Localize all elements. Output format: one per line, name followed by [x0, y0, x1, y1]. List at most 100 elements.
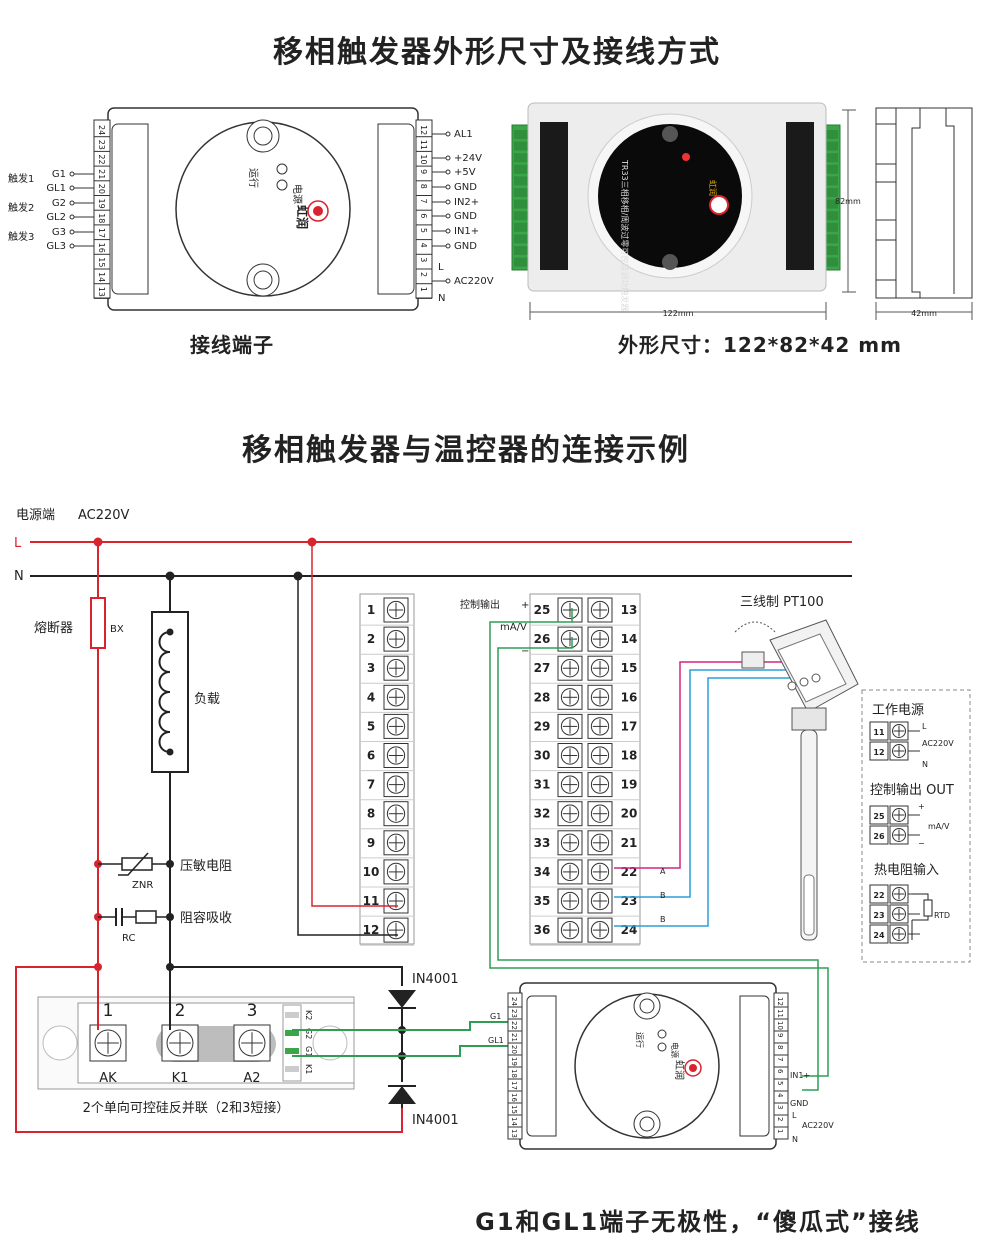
sm-right-number: 9: [776, 1033, 784, 1037]
ctrl-mid-number: 31: [534, 778, 551, 792]
legend-power-L: L: [922, 722, 927, 731]
line-N-label: N: [14, 569, 24, 584]
load-symbol: [151, 611, 189, 773]
scr-side-label: K1: [304, 1064, 313, 1074]
photo-brand: 虹润: [708, 180, 718, 196]
diode1-label: IN4001: [412, 972, 459, 987]
dimensions-caption: 外形尺寸：122*82*42 mm: [618, 333, 902, 357]
right-terminal-number: 10: [419, 154, 428, 164]
legend-power-ac: AC220V: [922, 739, 954, 748]
left-pin-label: G3: [52, 227, 66, 238]
left-terminal-number: 21: [97, 169, 106, 179]
left-terminal-number: 20: [97, 184, 106, 194]
ctrl-right-number: 17: [621, 719, 638, 733]
trigger-group-label: 触发1: [8, 172, 34, 185]
g1-label: G1: [490, 1012, 501, 1021]
ctrl-right-number: 20: [621, 807, 638, 821]
sm-left-number: 19: [510, 1057, 518, 1066]
right-terminal-number: 3: [419, 257, 428, 262]
ctrl-right-number: 14: [621, 632, 638, 646]
left-terminal-number: 23: [97, 140, 106, 150]
led-run-label: 运行: [247, 168, 260, 188]
sm-right-number: 5: [776, 1081, 784, 1085]
ctrl-left-number: 4: [367, 690, 375, 704]
ctrl-mid-number: 30: [534, 749, 551, 763]
sm-right-number: 1: [776, 1129, 784, 1133]
ctrl-mid-number: 28: [534, 690, 551, 704]
pt100-sensor: 三线制 PT100: [734, 595, 859, 941]
legend-pin-number: 24: [873, 931, 885, 940]
legend-rtd-title: 热电阻输入: [874, 862, 939, 878]
legend-pin-number: 26: [873, 832, 885, 841]
right-pin-label: +24V: [454, 153, 482, 164]
ctrl-left-number: 2: [367, 632, 375, 646]
right-terminal-number: 2: [419, 272, 428, 277]
scr-side-label: K2: [304, 1010, 313, 1020]
ctrl-mid-number: 34: [534, 865, 551, 879]
ctrl-right-number: 15: [621, 661, 638, 675]
sm-gnd-label: GND: [790, 1099, 808, 1108]
scr-pin-number: 3: [247, 1001, 258, 1021]
right-pin-label: GND: [454, 182, 477, 193]
ctrl-mid-number: 25: [534, 603, 551, 617]
ctrl-left-number: 12: [363, 923, 380, 937]
left-pin-label: GL3: [46, 241, 66, 252]
sm-left-number: 20: [510, 1045, 518, 1054]
sm-left-number: 15: [510, 1105, 518, 1114]
sm-right-number: 12: [776, 997, 784, 1006]
sm-left-number: 13: [510, 1129, 518, 1138]
bottom-title: G1和GL1端子无极性，“傻瓜式”接线: [475, 1208, 921, 1236]
varistor-code: ZNR: [132, 880, 153, 891]
photo-model-text: TR33三相移相/周波过零可控硅调功触发器: [620, 159, 630, 311]
ctrl-right-number: 13: [621, 603, 638, 617]
sm-right-number: 10: [776, 1021, 784, 1030]
scr-pin-number: 1: [103, 1001, 114, 1021]
dim-depth: 42mm: [911, 309, 937, 318]
snubber-code: RC: [122, 933, 135, 944]
left-terminal-number: 15: [97, 257, 106, 267]
legend-pin-number: 22: [873, 891, 884, 900]
legend-power-title: 工作电源: [872, 703, 924, 718]
right-pin-label: IN2+: [454, 197, 479, 208]
sm-left-number: 18: [510, 1069, 518, 1078]
terminals-caption: 接线端子: [190, 333, 274, 357]
legend-pin-number: 23: [873, 911, 884, 920]
right-terminal-number: 5: [419, 228, 428, 233]
sm-left-number: 24: [510, 997, 518, 1006]
ctrl-right-number: 19: [621, 778, 638, 792]
sm-right-number: 6: [776, 1069, 784, 1074]
ctrl-right-number: 24: [621, 923, 638, 937]
ac-label: AC220V: [78, 508, 130, 523]
left-pin-label: GL1: [46, 183, 66, 194]
product-photo: TR33三相移相/周波过零可控硅调功触发器 虹润 122mm 82mm: [511, 102, 861, 320]
ctrl-ma: mA/V: [500, 622, 527, 633]
legend-pin-number: 12: [873, 748, 884, 757]
dim-height: 82mm: [835, 197, 861, 206]
snubber-label: 阻容吸收: [180, 910, 232, 926]
gl1-label: GL1: [488, 1036, 504, 1045]
ctrl-right-number: 22: [621, 865, 638, 879]
side-view: 42mm: [875, 107, 973, 320]
sm-led-power: 电源: [670, 1042, 680, 1058]
power-source-label: 电源端: [16, 508, 55, 523]
legend-rtd-code: RTD: [934, 911, 950, 920]
scr-pin-label: K1: [172, 1071, 189, 1086]
ctrl-mid-number: 33: [534, 836, 551, 850]
rtd-a-label: A: [660, 867, 666, 876]
legend-output-minus: −: [918, 839, 925, 848]
sm-left-number: 14: [510, 1117, 518, 1126]
legend-pin-number: 25: [873, 812, 885, 821]
trigger-group-label: 触发3: [8, 230, 34, 243]
sm-left-number: 16: [510, 1093, 518, 1102]
legend-output-title: 控制输出 OUT: [870, 782, 954, 798]
right-terminal-number: 12: [419, 125, 428, 135]
left-terminal-number: 16: [97, 243, 106, 253]
right-pin-label: IN1+: [454, 226, 479, 237]
